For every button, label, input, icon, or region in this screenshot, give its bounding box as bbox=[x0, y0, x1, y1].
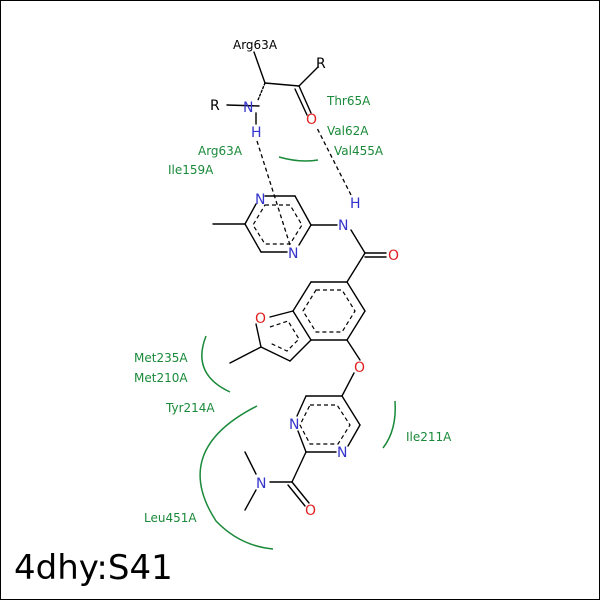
hydrophobic-arc-ile211a bbox=[382, 400, 396, 449]
residue-label-val62a: Val62A bbox=[327, 124, 369, 138]
atom-n-dimethylamide: N bbox=[256, 476, 266, 492]
atom-o-carbonyl-top: O bbox=[306, 112, 317, 128]
hydrophobic-arc-val455a bbox=[278, 156, 319, 162]
residue-label-met210a: Met210A bbox=[134, 371, 188, 385]
residue-label-met235a: Met235A bbox=[134, 351, 188, 365]
benzofuran-core bbox=[229, 281, 366, 364]
peptide-backbone bbox=[226, 51, 319, 125]
residue-label-ile159a: Ile159A bbox=[168, 163, 214, 177]
amide-linker bbox=[346, 229, 387, 283]
atom-n-pyrazine-2: N bbox=[288, 246, 298, 262]
diagram-title: 4dhy:S41 bbox=[14, 548, 173, 588]
atom-r-left: R bbox=[210, 98, 220, 114]
residue-label-arg63a-top: Arg63A bbox=[233, 38, 278, 52]
atom-o-dimethylamide: O bbox=[305, 503, 316, 519]
dimethylcarboxamide bbox=[244, 451, 310, 511]
residue-label-leu451a: Leu451A bbox=[144, 511, 197, 525]
atom-n-pyrimidine-2: N bbox=[337, 445, 347, 461]
residue-label-thr65a: Thr65A bbox=[326, 94, 371, 108]
pyrimidine-ring bbox=[296, 372, 361, 453]
atom-h-arg: H bbox=[251, 125, 262, 141]
atom-o-amide: O bbox=[388, 248, 399, 264]
atom-h-amide: H bbox=[350, 196, 361, 212]
atom-n-amide: N bbox=[338, 218, 348, 234]
residue-label-val455a: Val455A bbox=[334, 144, 384, 158]
atom-n-arg: N bbox=[243, 100, 253, 116]
atom-o-furan: O bbox=[255, 311, 266, 327]
residue-label-arg63a: Arg63A bbox=[198, 144, 243, 158]
atom-o-ether: O bbox=[354, 360, 365, 376]
atom-n-pyrazine-1: N bbox=[255, 192, 265, 208]
residue-label-ile211a: Ile211A bbox=[406, 430, 452, 444]
hbond-amide-nh-thr65a-o bbox=[316, 127, 352, 196]
atom-n-pyrimidine-1: N bbox=[289, 417, 299, 433]
hydrophobic-arc-met235a bbox=[201, 335, 231, 393]
atom-r-right: R bbox=[316, 56, 326, 72]
residue-label-tyr214a: Tyr214A bbox=[165, 401, 215, 415]
pyrazine-ring bbox=[212, 195, 338, 253]
hydrophobic-arc-leu451a bbox=[199, 405, 274, 550]
